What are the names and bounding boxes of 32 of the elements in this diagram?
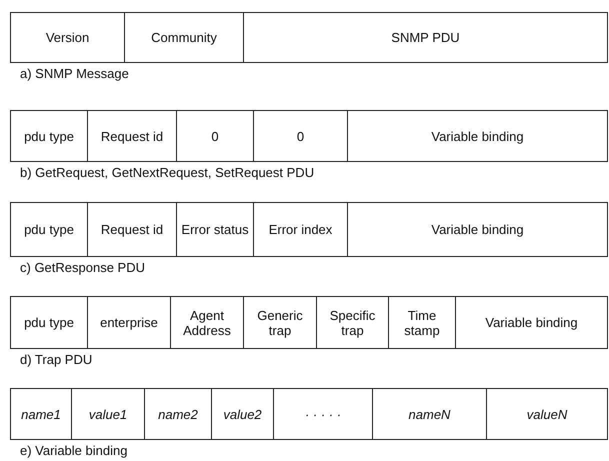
packet-field: nameN bbox=[372, 388, 487, 440]
packet-field: Variable binding bbox=[347, 202, 608, 257]
packet-field: name1 bbox=[10, 388, 72, 440]
packet-field: Error index bbox=[253, 202, 348, 257]
packet-field: valueN bbox=[486, 388, 608, 440]
packet-field: enterprise bbox=[87, 296, 171, 349]
packet-field: value2 bbox=[211, 388, 274, 440]
packet-field: Specific trap bbox=[316, 296, 389, 349]
figure-caption: d) Trap PDU bbox=[20, 352, 92, 367]
figure-caption: b) GetRequest, GetNextRequest, SetRequest PDU bbox=[20, 165, 314, 180]
packet-field: pdu type bbox=[10, 296, 88, 349]
packet-field: Request id bbox=[87, 202, 177, 257]
packet-field: Community bbox=[124, 12, 244, 63]
packet-field: Version bbox=[10, 12, 125, 63]
packet-field: pdu type bbox=[10, 202, 88, 257]
packet-field: Variable binding bbox=[455, 296, 608, 349]
packet-field: Generic trap bbox=[243, 296, 317, 349]
packet-field: 0 bbox=[176, 110, 254, 162]
figure-caption: e) Variable binding bbox=[20, 443, 128, 458]
packet-field: pdu type bbox=[10, 110, 88, 162]
packet-field: Error status bbox=[176, 202, 254, 257]
packet-field: Time stamp bbox=[388, 296, 456, 349]
packet-field: value1 bbox=[71, 388, 145, 440]
figure-caption: a) SNMP Message bbox=[20, 66, 129, 81]
packet-field: Request id bbox=[87, 110, 177, 162]
packet-field: Variable binding bbox=[347, 110, 608, 162]
packet-field: name2 bbox=[144, 388, 212, 440]
packet-field: 0 bbox=[253, 110, 348, 162]
packet-field: SNMP PDU bbox=[243, 12, 608, 63]
figure-caption: c) GetResponse PDU bbox=[20, 260, 145, 275]
packet-field: · · · · · bbox=[273, 388, 373, 440]
packet-field: Agent Address bbox=[170, 296, 244, 349]
